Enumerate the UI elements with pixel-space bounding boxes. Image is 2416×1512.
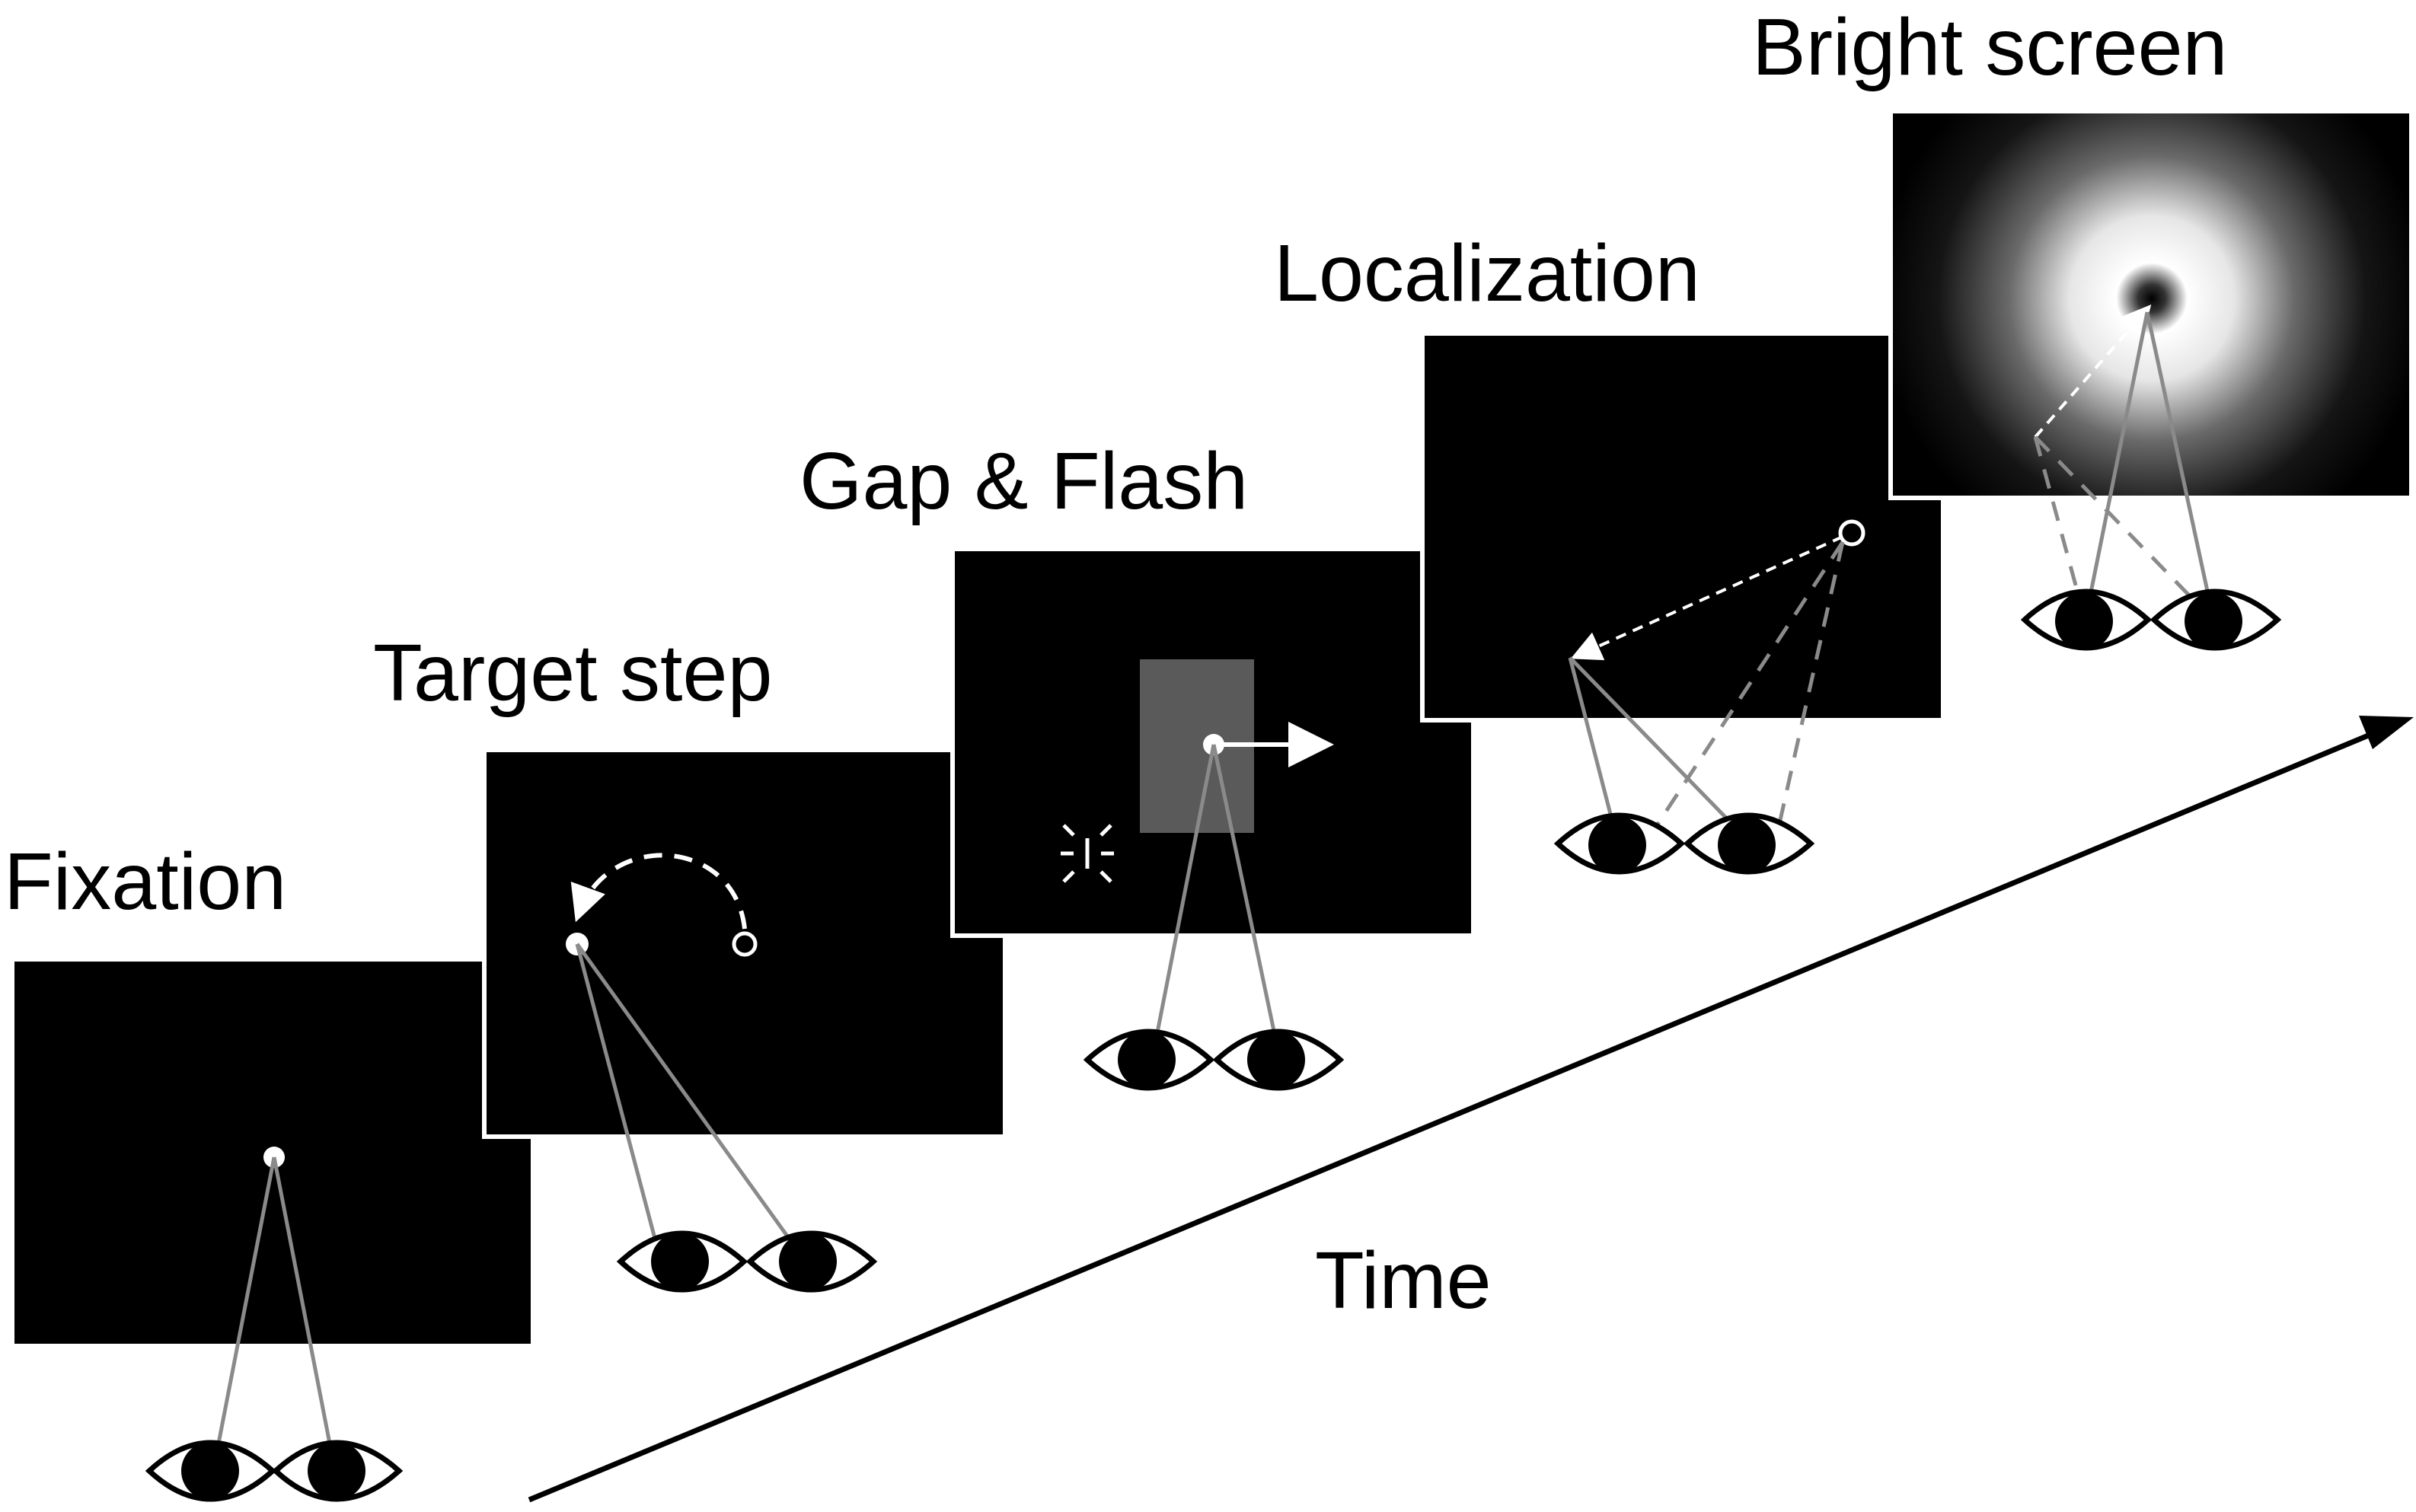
- eye-icon: [145, 1440, 277, 1502]
- stage-bright-screen: Bright screen: [1752, 2, 2414, 651]
- eye-icon: [1212, 1029, 1345, 1091]
- previous-gaze-line-right: [2034, 435, 2219, 626]
- gaze-line-left: [575, 943, 663, 1262]
- time-arrow-line: [528, 729, 2377, 1503]
- gaze-line-left: [1568, 657, 1620, 841]
- stage-fixation: Fixation: [4, 837, 535, 1502]
- gaze-line-left: [2082, 311, 2150, 624]
- eye-icon: [1083, 1029, 1215, 1091]
- stage-label-gap-flash: Gap & Flash: [799, 436, 1248, 526]
- screen-gap-flash: [950, 547, 1476, 938]
- eye-icon: [1683, 812, 1815, 875]
- gaze-line-right: [1569, 656, 1750, 842]
- eye-icon: [271, 1440, 404, 1502]
- screen-target-step: [482, 748, 1007, 1139]
- gaze-line-right: [1211, 744, 1282, 1061]
- gaze-line-left: [211, 1156, 276, 1472]
- eye-icon: [2150, 589, 2282, 651]
- previous-gaze-line-left: [1645, 541, 1845, 842]
- stage-label-target-step: Target step: [373, 628, 772, 718]
- gaze-line-right: [2145, 311, 2217, 624]
- time-axis-label: Time: [1315, 1236, 1492, 1325]
- gaze-line-right: [272, 1156, 337, 1472]
- time-axis: Time: [528, 716, 2414, 1503]
- stage-gap-flash: Gap & Flash: [799, 436, 1476, 1091]
- stage-localization: Localization: [1274, 228, 1945, 875]
- time-arrow-head: [2359, 716, 2414, 749]
- stage-label-localization: Localization: [1274, 228, 1700, 318]
- previous-gaze-line-right: [1773, 541, 1845, 841]
- remembered-target-circle: [1838, 519, 1865, 547]
- screen-localization: [1420, 331, 1945, 723]
- screen-bright-glow: [1893, 113, 2409, 496]
- target-jump-arc: [570, 853, 747, 930]
- localization-arrow: [2034, 304, 2152, 439]
- localization-arrow: [1570, 535, 1843, 661]
- eye-icon: [745, 1230, 878, 1293]
- eye-icon: [1553, 812, 1686, 875]
- eye-icon: [2020, 589, 2153, 651]
- flash-burst-icon: [1061, 824, 1114, 883]
- old-target-circle: [732, 931, 758, 957]
- stage-target-step: Target step: [373, 628, 1007, 1293]
- eye-icon: [616, 1230, 748, 1293]
- stage-label-bright-screen: Bright screen: [1752, 2, 2228, 92]
- gaze-line-right: [575, 943, 808, 1263]
- stage-label-fixation: Fixation: [4, 837, 286, 927]
- gaze-line-left: [1150, 744, 1216, 1061]
